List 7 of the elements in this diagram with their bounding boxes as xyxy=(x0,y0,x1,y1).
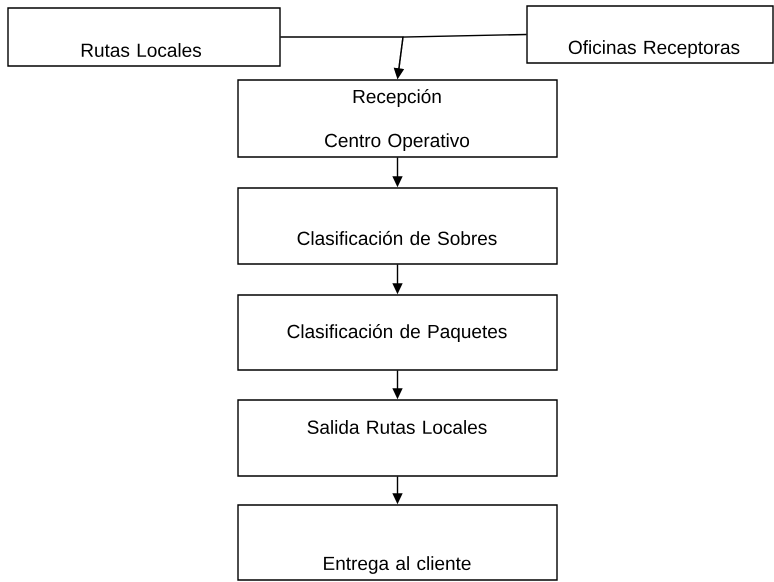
process-box: Oficinas Receptoras xyxy=(526,5,774,64)
process-box: Recepción Centro Operativo xyxy=(237,79,558,158)
process-box: Clasificación de Sobres xyxy=(237,187,558,265)
process-box: Salida Rutas Locales xyxy=(237,399,558,477)
process-box: Rutas Locales xyxy=(7,7,281,67)
process-box: Entrega al cliente xyxy=(237,504,558,581)
process-box: Clasificación de Paquetes xyxy=(237,294,558,371)
